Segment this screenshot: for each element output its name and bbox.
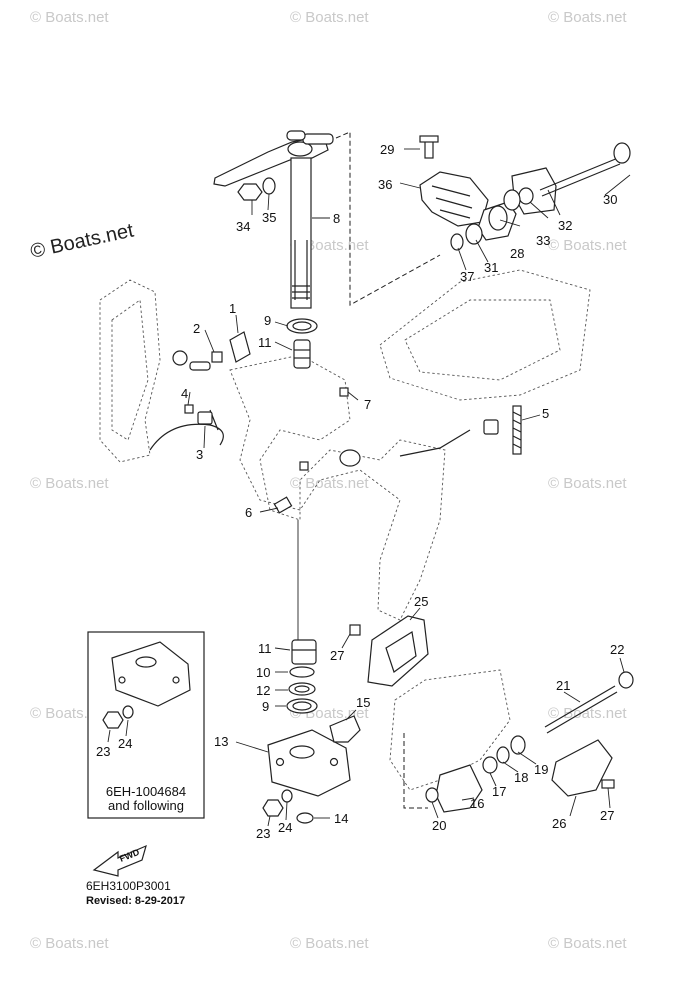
watermark: © Boats.net [30, 935, 109, 952]
callout-31: 31 [484, 260, 498, 275]
callout-11-lower: 11 [258, 641, 272, 656]
watermark-large: © Boats.net [28, 219, 136, 262]
callout-16: 16 [470, 796, 484, 811]
callout-9-lower: 9 [262, 699, 269, 714]
callout-14: 14 [334, 811, 348, 826]
lower-rear-mount [425, 671, 634, 813]
lower-boundary [403, 733, 428, 809]
callout-32: 32 [558, 218, 572, 233]
assembly-boundary [335, 131, 441, 306]
watermark: © Boats.net [30, 475, 109, 492]
callout-30: 30 [603, 192, 617, 207]
callout-12: 12 [256, 683, 270, 698]
callout-17: 17 [492, 784, 506, 799]
watermark: © Boats.net [290, 475, 369, 492]
swivel-bracket [229, 318, 446, 621]
callout-6: 6 [245, 505, 252, 520]
revised-date: Revised: 8-29-2017 [86, 895, 185, 907]
callout-1: 1 [229, 301, 236, 316]
callout-19: 19 [534, 762, 548, 777]
callout-2: 2 [193, 321, 200, 336]
callouts: 1 2 3 4 5 6 7 8 9 9 10 11 11 12 13 14 15… [181, 142, 624, 841]
upper-mount-assembly [419, 135, 631, 251]
watermark: © Boats.net [30, 9, 109, 26]
watermark: © Boats.net [290, 9, 369, 26]
clamp-bracket-inner [111, 299, 149, 441]
clamp-bracket-outline [99, 279, 161, 463]
callout-29: 29 [380, 142, 394, 157]
callout-24: 24 [278, 820, 292, 835]
callout-28: 28 [510, 246, 524, 261]
callout-10: 10 [256, 665, 270, 680]
inset-box: 23 24 6EH-1004684 and following [87, 631, 205, 819]
watermark: © Boats.net [548, 237, 627, 254]
callout-4: 4 [181, 386, 188, 401]
watermark: © Boats.net [548, 935, 627, 952]
lower-front-mount [329, 615, 429, 743]
inset-note-line2: and following [108, 798, 184, 813]
lower-bushing-stack [286, 639, 318, 714]
watermark: © Boats.net [290, 935, 369, 952]
callout-35: 35 [262, 210, 276, 225]
callout-13: 13 [214, 734, 228, 749]
bottom-cowling-outline [379, 269, 591, 401]
bottom-cowling-inner [404, 299, 561, 381]
watermark: © Boats.net [548, 705, 627, 722]
fwd-arrow: FWD [92, 844, 147, 877]
callout-26: 26 [552, 816, 566, 831]
steering-arm-assembly [213, 130, 334, 309]
inset-callout-23: 23 [96, 744, 110, 759]
callout-7: 7 [364, 397, 371, 412]
callout-27-rear: 27 [600, 808, 614, 823]
callout-3: 3 [196, 447, 203, 462]
callout-8: 8 [333, 211, 340, 226]
callout-5: 5 [542, 406, 549, 421]
callout-21: 21 [556, 678, 570, 693]
callout-9-upper: 9 [264, 313, 271, 328]
callout-11-upper: 11 [258, 335, 272, 350]
callout-leaders [187, 148, 631, 827]
callout-34: 34 [236, 219, 250, 234]
callout-36: 36 [378, 177, 392, 192]
callout-25: 25 [414, 594, 428, 609]
lower-mount-bracket [262, 729, 351, 824]
lower-case-outline [389, 669, 511, 791]
callout-33: 33 [536, 233, 550, 248]
watermark: © Boats.net [548, 475, 627, 492]
inset-note-line1: 6EH-1004684 [106, 784, 186, 799]
callout-18: 18 [514, 770, 528, 785]
diagram-code: 6EH3100P3001 [86, 879, 171, 893]
callout-23: 23 [256, 826, 270, 841]
callout-22: 22 [610, 642, 624, 657]
callout-20: 20 [432, 818, 446, 833]
callout-37: 37 [460, 269, 474, 284]
inset-callout-24: 24 [118, 736, 132, 751]
callout-15: 15 [356, 695, 370, 710]
callout-27-front: 27 [330, 648, 344, 663]
watermark: © Boats.net [548, 9, 627, 26]
